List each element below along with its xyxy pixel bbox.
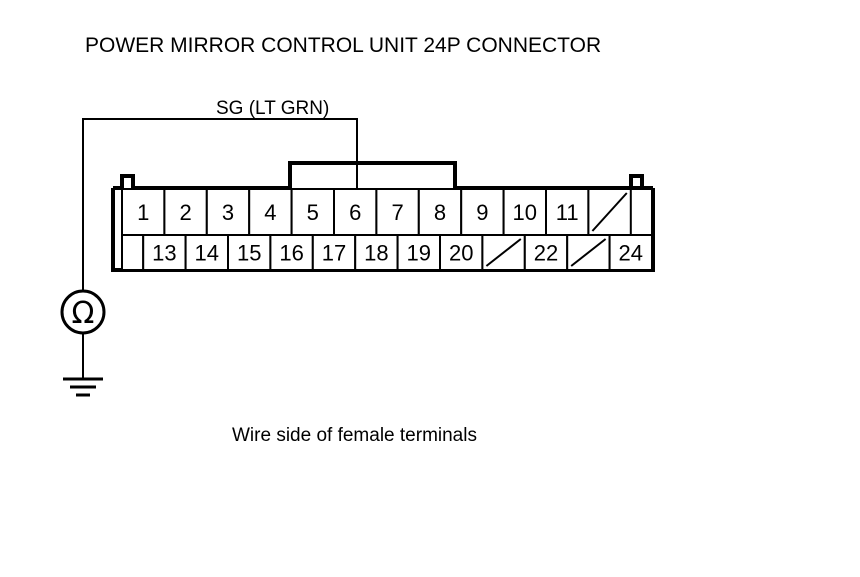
shell-left-tab — [120, 174, 135, 188]
pin-number: 2 — [179, 200, 191, 225]
pin-number: 22 — [534, 241, 558, 266]
pin-blank-slash — [591, 192, 628, 232]
pin-cell: 17 — [311, 234, 357, 271]
pin-cell: 3 — [205, 188, 251, 236]
pin-cell-box — [269, 234, 314, 271]
pin-cell: 1 — [121, 188, 166, 236]
page-title: POWER MIRROR CONTROL UNIT 24P CONNECTOR — [85, 34, 601, 57]
pin-number: 17 — [322, 241, 346, 266]
ground-symbol — [63, 377, 103, 397]
pin-number: 7 — [391, 200, 403, 225]
pin-cell — [121, 234, 145, 271]
pin-number: 13 — [152, 241, 176, 266]
pin-cell-box — [608, 234, 653, 271]
pin-cell: 15 — [227, 234, 272, 271]
wire-path — [82, 118, 358, 292]
shell-center-latch — [288, 161, 457, 188]
pin-cell: 19 — [396, 234, 442, 271]
pin-cell-blank — [566, 234, 611, 271]
pin-cell: 7 — [375, 188, 420, 236]
pin-number: 16 — [279, 241, 303, 266]
pin-cell-blank — [481, 234, 526, 271]
pin-cell: 8 — [417, 188, 463, 236]
ohmmeter-symbol: Ω — [60, 289, 106, 378]
pin-cell: 14 — [184, 234, 230, 271]
pin-cell: 24 — [608, 234, 653, 271]
pin-number: 15 — [237, 241, 261, 266]
pin-cell: 10 — [502, 188, 548, 236]
pin-number: 6 — [349, 200, 361, 225]
pin-number: 8 — [434, 200, 446, 225]
pin-cell: 5 — [290, 188, 336, 236]
pin-cell: 9 — [460, 188, 505, 236]
shell-right-tab — [629, 174, 644, 188]
pin-cell-box — [354, 234, 399, 271]
pin-number: 1 — [137, 200, 149, 225]
pin-number: 18 — [364, 241, 388, 266]
pin-cell: 22 — [523, 234, 569, 271]
pin-cell-box — [545, 188, 590, 236]
pin-cell: 6 — [333, 188, 378, 236]
pin-cell: 13 — [142, 234, 187, 271]
pin-number: 10 — [513, 200, 537, 225]
wire-label: SG (LT GRN) — [216, 98, 329, 119]
pin-cell: 2 — [163, 188, 208, 236]
pin-number: 4 — [264, 200, 276, 225]
pin-number: 20 — [449, 241, 473, 266]
pin-number: 11 — [556, 200, 579, 225]
pin-cell: 18 — [354, 234, 399, 271]
pin-cell: 11 — [545, 188, 590, 236]
pin-cell-box — [396, 234, 442, 271]
pin-blank-slash — [570, 238, 607, 267]
pin-number: 3 — [222, 200, 234, 225]
pin-number: 19 — [407, 241, 431, 266]
ohm-icon: Ω — [72, 296, 95, 331]
pin-number: 5 — [307, 200, 319, 225]
pin-cell-box — [460, 188, 505, 236]
pin-blank-slash — [485, 238, 522, 267]
pin-cell: 16 — [269, 234, 314, 271]
pin-number: 14 — [195, 241, 219, 266]
pin-cell: 4 — [248, 188, 293, 236]
pin-cell-box — [290, 188, 336, 236]
pin-number: 9 — [476, 200, 488, 225]
pin-cell-blank — [587, 188, 632, 236]
pin-number: 24 — [619, 241, 643, 266]
pin-cell: 20 — [439, 234, 484, 271]
pin-grid: 1 2 3 4 5 6 7 8 9 10 11 13 14 15 16 17 18 19 20 22 24 — [121, 188, 653, 271]
test-lead-wire — [82, 118, 358, 292]
pin-cell-box — [375, 188, 420, 236]
diagram-caption: Wire side of female terminals — [232, 425, 477, 446]
pin-cell-box — [227, 234, 272, 271]
pin-cell-box — [121, 234, 145, 271]
